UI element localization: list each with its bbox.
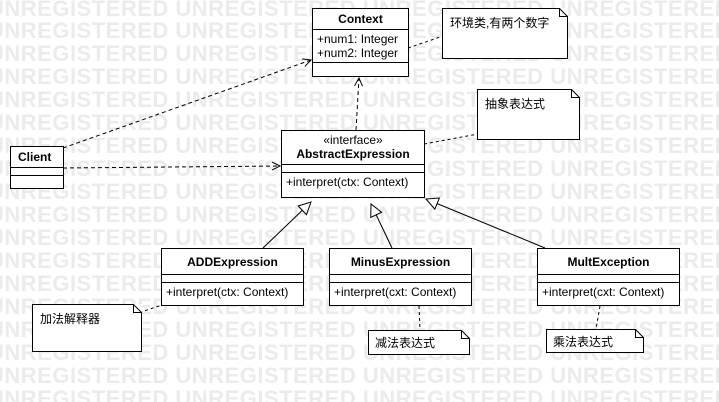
- operation: +interpret(cxt: Context): [542, 285, 665, 299]
- class-minus-expression[interactable]: MinusExpression +interpret(cxt: Context): [329, 248, 472, 306]
- note-outline: [477, 89, 580, 140]
- abstract-context-dependency: [356, 78, 359, 131]
- class-name: MultException: [567, 255, 650, 269]
- class-mult-exception[interactable]: MultException +interpret(cxt: Context): [537, 248, 680, 306]
- attribute-compartment: [282, 164, 424, 172]
- client-abstract-dependency: [62, 166, 280, 168]
- note-outline: [546, 329, 644, 353]
- class-name: Context: [338, 12, 383, 26]
- operation: +interpret(ctx: Context): [286, 175, 409, 189]
- note-text: 减法表达式: [375, 336, 436, 350]
- operation-compartment: +interpret(cxt: Context): [330, 282, 471, 301]
- note-context[interactable]: 环境类,有两个数字: [442, 8, 568, 59]
- mult-note-anchor: [595, 305, 601, 330]
- note-text: 乘法表达式: [553, 335, 614, 349]
- note-text: 加法解释器: [40, 312, 101, 326]
- note-add[interactable]: 加法解释器: [32, 304, 142, 352]
- minus-note-anchor: [418, 305, 421, 331]
- class-abstract-expression[interactable]: «interface» AbstractExpression +interpre…: [281, 130, 425, 198]
- minus-generalization: [370, 202, 393, 249]
- attribute-compartment: [330, 274, 471, 282]
- note-mult[interactable]: 乘法表达式: [546, 329, 644, 353]
- operation: +interpret(cxt: Context): [334, 285, 457, 299]
- attribute: +num1: Integer: [317, 32, 399, 46]
- class-name: MinusExpression: [350, 255, 451, 269]
- operation-compartment: +interpret(ctx: Context): [282, 172, 424, 191]
- operation-compartment: [11, 175, 63, 184]
- note-abstract[interactable]: 抽象表达式: [477, 89, 580, 140]
- note-text: 环境类,有两个数字: [450, 16, 550, 30]
- attribute-compartment: [538, 274, 679, 282]
- add-generalization: [262, 201, 312, 249]
- attribute-compartment: +num1: Integer +num2: Integer: [313, 29, 408, 62]
- stereotype-label: «interface»: [323, 133, 383, 147]
- add-note-anchor: [140, 303, 166, 313]
- client-context-dependency: [62, 60, 311, 149]
- note-minus[interactable]: 减法表达式: [368, 330, 470, 355]
- class-name: ADDExpression: [187, 255, 278, 269]
- note-outline: [368, 330, 470, 355]
- note-outline: [32, 304, 142, 352]
- class-add-expression[interactable]: ADDExpression +interpret(ctx: Context): [161, 248, 304, 306]
- mult-generalization: [424, 197, 546, 249]
- class-name: Client: [18, 150, 52, 164]
- operation: +interpret(ctx: Context): [166, 285, 289, 299]
- attribute: +num2: Integer: [317, 46, 399, 60]
- class-name: AbstractExpression: [296, 147, 410, 161]
- note-text: 抽象表达式: [485, 97, 546, 111]
- context-note-anchor: [407, 35, 444, 49]
- operation-compartment: +interpret(cxt: Context): [538, 282, 679, 301]
- attribute-compartment: [11, 167, 63, 175]
- operation-compartment: +interpret(ctx: Context): [162, 282, 303, 301]
- operation-compartment: [313, 62, 408, 70]
- abstract-note-anchor: [423, 133, 479, 145]
- attribute-compartment: [162, 274, 303, 282]
- class-context[interactable]: Context +num1: Integer +num2: Integer: [312, 8, 409, 77]
- note-outline: [442, 8, 568, 59]
- class-client[interactable]: Client: [10, 146, 64, 189]
